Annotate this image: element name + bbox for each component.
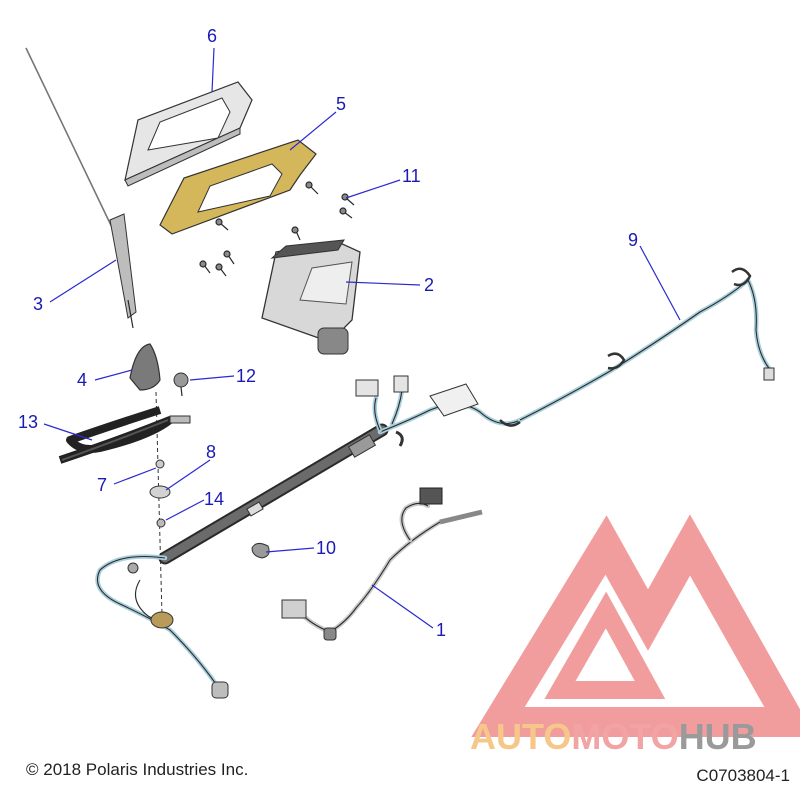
screw-set bbox=[199, 181, 355, 277]
plate bbox=[149, 485, 171, 499]
bolt bbox=[173, 372, 189, 397]
callout-13: 13 bbox=[18, 412, 38, 432]
ground-strap bbox=[58, 406, 191, 464]
nut bbox=[156, 518, 166, 528]
copyright-notice: © 2018 Polaris Industries Inc. bbox=[26, 760, 249, 779]
watermark-moto: MOTO bbox=[571, 716, 679, 757]
callout-5: 5 bbox=[336, 94, 346, 114]
callout-11: 11 bbox=[402, 166, 421, 186]
antenna-base bbox=[129, 343, 161, 391]
watermark-hub: HUB bbox=[678, 716, 757, 757]
watermark-text: AUTOMOTOHUB bbox=[470, 716, 757, 758]
rear-harness bbox=[499, 267, 775, 427]
callout-10: 10 bbox=[316, 538, 336, 558]
callout-6: 6 bbox=[207, 26, 217, 46]
display-bezel bbox=[124, 81, 253, 187]
mounting-bracket bbox=[159, 139, 317, 235]
clip bbox=[251, 542, 270, 559]
washer bbox=[155, 459, 165, 469]
callout-1: 1 bbox=[436, 620, 446, 640]
watermark-logo bbox=[471, 514, 800, 737]
callout-12: 12 bbox=[236, 366, 256, 386]
grey-harness bbox=[281, 487, 483, 641]
leader-lines bbox=[43, 47, 681, 629]
callout-3: 3 bbox=[33, 294, 43, 314]
callout-8: 8 bbox=[206, 442, 216, 462]
callout-7: 7 bbox=[97, 475, 107, 495]
figure-code: C0703804-1 bbox=[696, 766, 790, 785]
watermark-auto: AUTO bbox=[470, 716, 572, 757]
callout-2: 2 bbox=[424, 275, 434, 295]
callout-numbers: 6 5 11 2 3 9 4 12 13 8 7 14 10 1 bbox=[18, 26, 638, 640]
antenna-mast bbox=[25, 47, 137, 329]
callout-14: 14 bbox=[204, 489, 224, 509]
display-unit bbox=[261, 239, 361, 355]
main-harness bbox=[95, 375, 523, 699]
callout-9: 9 bbox=[628, 230, 638, 250]
callout-4: 4 bbox=[77, 370, 87, 390]
